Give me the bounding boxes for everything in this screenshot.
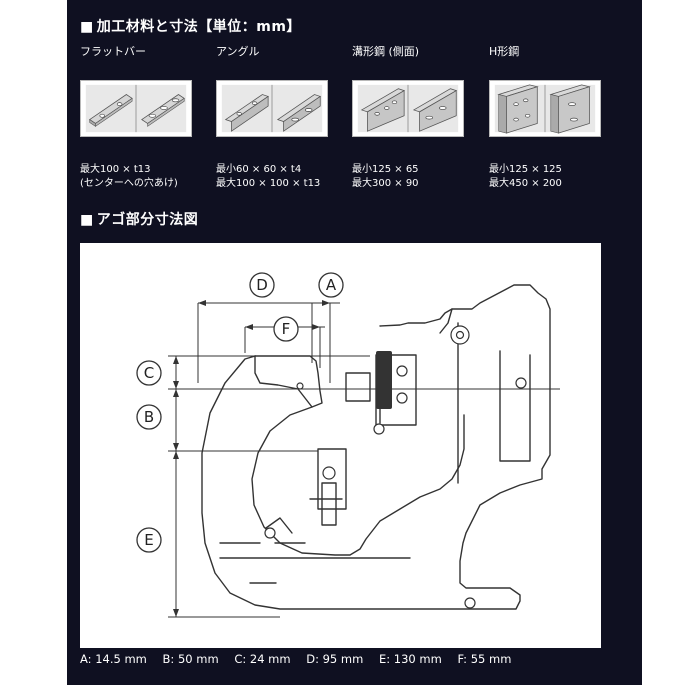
square-bullet-icon: ■ [80, 212, 94, 228]
label-circle-a [318, 272, 344, 298]
dimension-e: E: 130 mm [378, 652, 442, 666]
spec-channel: 最小125 × 65 最大300 × 90 [352, 163, 419, 191]
section-title: 加工材料と寸法【単位：mm】 [96, 19, 301, 35]
spec-line: 最大450 × 200 [489, 178, 562, 189]
material-label-h-beam: H形鋼 [489, 45, 520, 58]
dimension-f: F: 55 mm [457, 652, 512, 666]
label-e: E [144, 531, 153, 549]
channel-steel-icon [352, 80, 464, 137]
jaw-dimension-diagram: C B E D A F [80, 243, 601, 648]
label-circle-b [136, 404, 162, 430]
dimension-a: A: 14.5 mm [80, 652, 147, 666]
label-circle-e [136, 527, 162, 553]
spec-line: 最小60 × 60 × t4 [216, 164, 302, 175]
label-b: B [144, 408, 154, 426]
section-title: アゴ部分寸法図 [96, 212, 199, 228]
flat-bar-icon [80, 80, 192, 137]
label-c: C [144, 364, 154, 382]
h-beam-icon [489, 80, 601, 137]
label-f: F [282, 320, 291, 338]
section-heading-materials: ■加工材料と寸法【単位：mm】 [80, 16, 301, 36]
angle-steel-icon [216, 80, 328, 137]
section-heading-jaw: ■アゴ部分寸法図 [80, 209, 198, 229]
dimension-b: B: 50 mm [162, 652, 219, 666]
label-circle-d [249, 272, 275, 298]
spec-angle: 最小60 × 60 × t4 最大100 × 100 × t13 [216, 163, 320, 191]
material-label-angle: アングル [216, 45, 260, 58]
spec-flat-bar: 最大100 × t13 (センターへの穴あけ) [80, 163, 178, 191]
material-label-flat-bar: フラットバー [80, 45, 146, 58]
spec-line: 最大100 × t13 [80, 164, 151, 175]
jaw-diagram-svg: C B E D A F [136, 272, 560, 618]
spec-line: 最小125 × 65 [352, 164, 419, 175]
square-bullet-icon: ■ [80, 19, 94, 35]
spec-h-beam: 最小125 × 125 最大450 × 200 [489, 163, 562, 191]
dimension-c: C: 24 mm [234, 652, 291, 666]
label-a: A [326, 276, 337, 294]
dimension-d: D: 95 mm [306, 652, 364, 666]
label-circle-c [136, 360, 162, 386]
label-circle-f [273, 316, 299, 342]
spec-line: 最大100 × 100 × t13 [216, 178, 321, 189]
dimension-legend: A: 14.5 mm B: 50 mm C: 24 mm D: 95 mm E:… [80, 652, 601, 670]
material-label-channel: 溝形鋼 (側面) [352, 45, 420, 58]
label-d: D [256, 276, 268, 294]
spec-line: 最大300 × 90 [352, 178, 419, 189]
spec-line: (センターへの穴あけ) [80, 178, 178, 189]
spec-line: 最小125 × 125 [489, 164, 562, 175]
